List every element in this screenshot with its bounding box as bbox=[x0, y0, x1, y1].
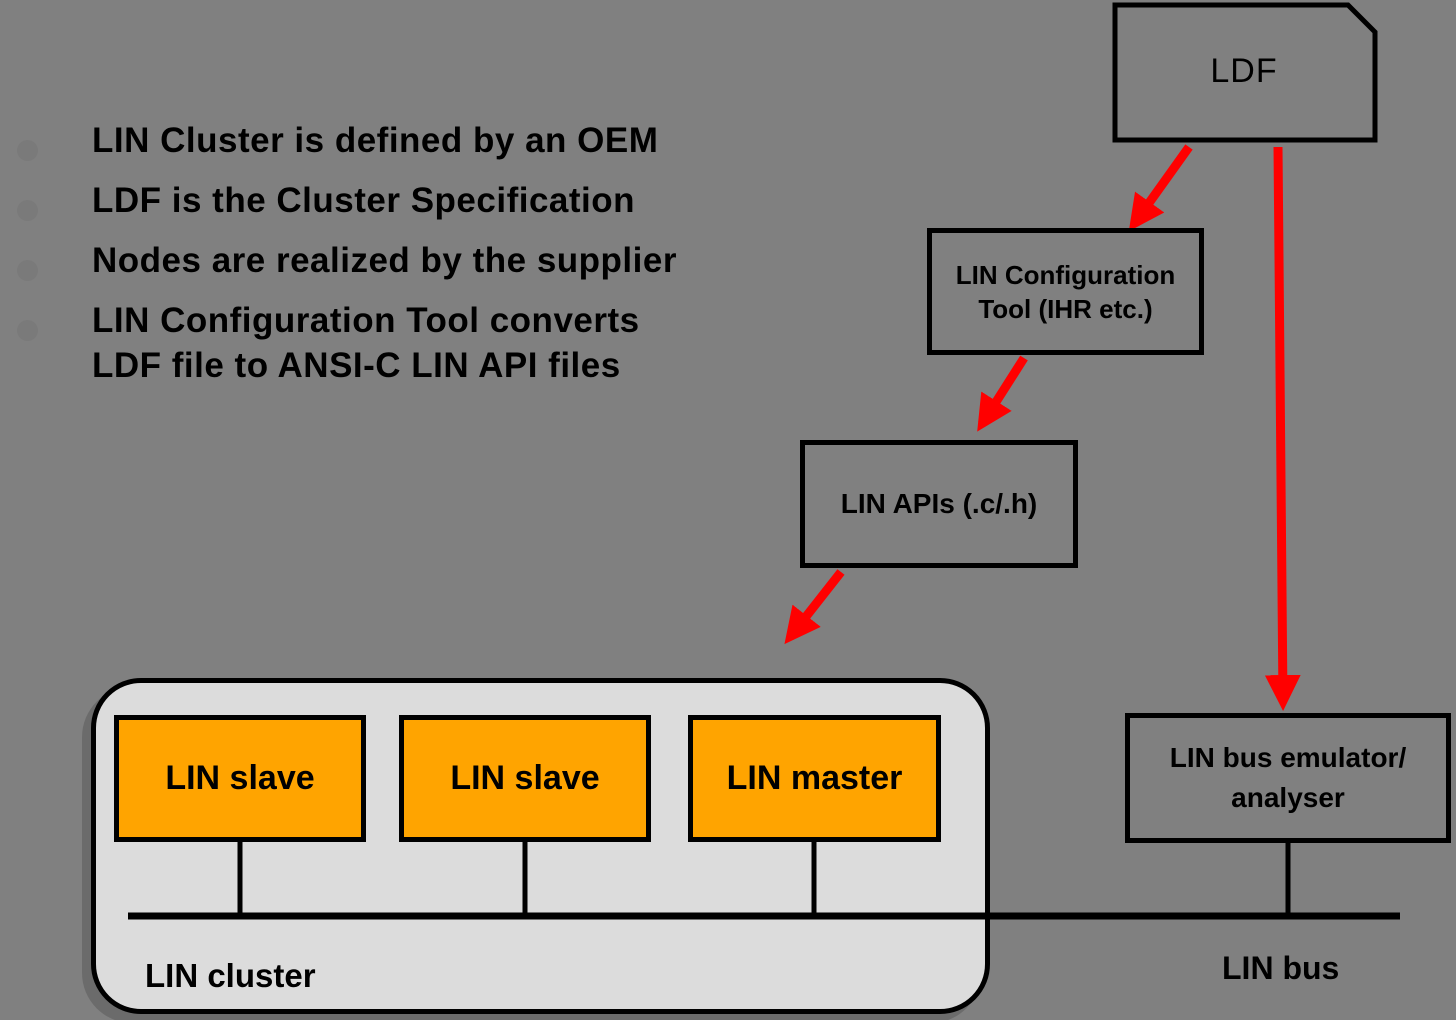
config-tool-node: LIN Configuration Tool (IHR etc.) bbox=[927, 228, 1204, 355]
lin-cluster-label: LIN cluster bbox=[145, 957, 316, 994]
arrow-ldf-to-config-tool bbox=[1128, 144, 1193, 232]
bullet-icon bbox=[17, 260, 38, 281]
bullet-item-3: Nodes are realized by the supplier bbox=[92, 241, 677, 280]
bullet-icon bbox=[17, 200, 38, 221]
lin-apis-node: LIN APIs (.c/.h) bbox=[800, 440, 1078, 568]
bullet-item-2: LDF is the Cluster Specification bbox=[92, 181, 636, 220]
bullet-item-1: LIN Cluster is defined by an OEM bbox=[92, 121, 659, 160]
ldf-node-label: LDF bbox=[1210, 52, 1278, 90]
lin-bus-label: LIN bus bbox=[1222, 950, 1340, 986]
arrow-ldf-to-emulator bbox=[1264, 146, 1301, 711]
arrow-apis-to-cluster bbox=[784, 569, 845, 645]
bullet-icon bbox=[17, 320, 38, 341]
lin-master-node: LIN master bbox=[688, 715, 941, 842]
lin-slave-node-1: LIN slave bbox=[114, 715, 366, 842]
bus-emulator-node: LIN bus emulator/ analyser bbox=[1125, 713, 1451, 843]
lin-slave-node-2: LIN slave bbox=[399, 715, 651, 842]
bullet-icon bbox=[17, 140, 38, 161]
arrow-config-tool-to-apis bbox=[977, 355, 1028, 432]
bullet-item-4: LIN Configuration Tool converts LDF file… bbox=[92, 301, 640, 385]
